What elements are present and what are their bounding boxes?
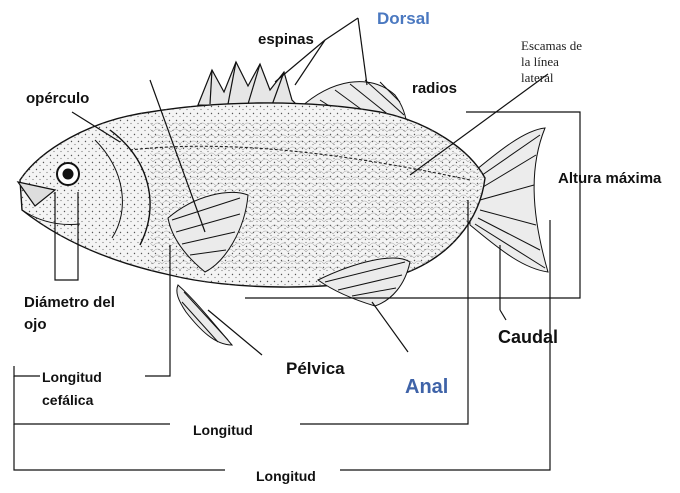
label-diametro-1: Diámetro del: [24, 294, 115, 311]
label-escamas-1: Escamas de: [521, 38, 582, 54]
label-caudal: Caudal: [498, 327, 558, 348]
label-longitud-cefalica-1: Longitud: [42, 369, 102, 385]
label-pelvica: Pélvica: [286, 359, 345, 379]
label-longitud-total: Longitud: [256, 468, 316, 484]
caudal-fin: [470, 128, 548, 272]
spiny-dorsal-fin: [198, 62, 300, 108]
label-diametro-2: ojo: [24, 316, 47, 333]
label-longitud-estandar: Longitud: [193, 422, 253, 438]
eye: [57, 163, 79, 185]
label-operculo: opérculo: [26, 90, 89, 107]
label-escamas-2: la línea: [521, 54, 559, 70]
label-altura-maxima: Altura máxima: [558, 170, 661, 187]
label-anal: Anal: [405, 376, 448, 399]
label-radios: radios: [412, 80, 457, 97]
label-dorsal: Dorsal: [377, 9, 430, 29]
label-escamas-3: lateral: [521, 70, 553, 86]
label-longitud-cefalica-2: cefálica: [42, 392, 93, 408]
pelvic-fin: [177, 285, 232, 345]
label-espinas: espinas: [258, 31, 314, 48]
